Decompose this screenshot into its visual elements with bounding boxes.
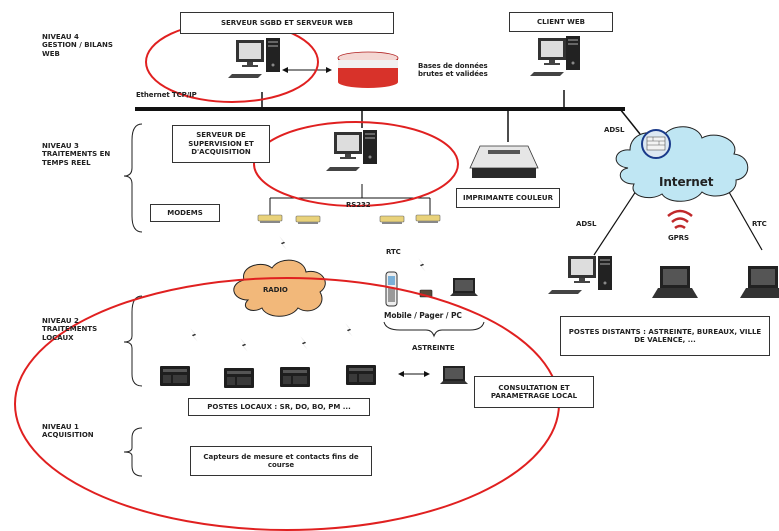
adsl-left-label: ADSL <box>576 220 597 228</box>
client-web-computer <box>530 36 580 76</box>
server-sgbd-box: SERVEUR SGBD ET SERVEUR WEB <box>180 12 394 34</box>
gprs-label: GPRS <box>668 234 689 242</box>
level-2-label: NIVEAU 2 TRAITEMENTS LOCAUX <box>42 317 98 342</box>
gprs-waves-icon <box>667 209 693 230</box>
database-label: Bases de données brutes et validées <box>418 62 488 79</box>
consultation-box: CONSULTATION ET PARAMETRAGE LOCAL <box>474 376 594 408</box>
bolt-modem-mobile <box>418 258 426 272</box>
firewall-icon <box>641 129 671 159</box>
bolt-station-1 <box>190 328 198 342</box>
bidirectional-arrow <box>398 371 430 377</box>
supervision-server-box: SERVEUR DE SUPERVISION ET D'ACQUISITION <box>172 125 270 163</box>
bolt-station-4 <box>345 323 353 337</box>
printer-box: IMPRIMANTE COULEUR <box>456 188 560 208</box>
server-sgbd-computer <box>228 38 280 78</box>
local-station-1 <box>160 366 190 386</box>
remote-posts-box: POSTES DISTANTS : ASTREINTE, BUREAUX, VI… <box>560 316 770 356</box>
link-internet-rtc <box>724 184 763 251</box>
highlight-sgbd <box>145 21 319 103</box>
brace-mobile <box>383 321 485 338</box>
client-web-box: CLIENT WEB <box>509 12 613 32</box>
astreinte-laptop-icon <box>440 366 468 384</box>
link-backbone-internet <box>619 108 641 135</box>
supervision-server-computer <box>326 130 377 171</box>
database-icon <box>337 51 399 88</box>
printer-icon <box>469 145 539 178</box>
mobile-pager-pc-label: Mobile / Pager / PC <box>384 311 462 320</box>
bolt-station-3 <box>300 336 308 350</box>
mobile-laptop-icon <box>450 278 478 296</box>
brace-level-1 <box>123 427 143 477</box>
level-4-label: NIVEAU 4 GESTION / BILANS WEB <box>42 33 113 58</box>
adsl-top-label: ADSL <box>604 126 625 134</box>
remote-desktop-computer <box>548 256 612 294</box>
bolt-station-2 <box>240 338 248 352</box>
local-station-4 <box>346 365 376 385</box>
modems-row <box>257 214 441 225</box>
level-3-label: NIVEAU 3 TRAITEMENTS EN TEMPS REEL <box>42 142 111 167</box>
internet-label: Internet <box>659 175 714 189</box>
radio-cloud <box>233 259 326 317</box>
local-station-3 <box>280 367 310 387</box>
astreinte-label: ASTREINTE <box>412 344 455 352</box>
brace-level-3 <box>123 123 143 233</box>
level-1-label: NIVEAU 1 ACQUISITION <box>42 423 94 440</box>
remote-laptop-2 <box>740 266 779 298</box>
remote-laptop-1 <box>652 266 698 298</box>
local-station-2 <box>224 368 254 388</box>
rs232-label: RS232 <box>346 201 371 209</box>
link-internet-remote <box>593 184 641 256</box>
db-arrow-head-right <box>326 67 332 73</box>
rtc-left-label: RTC <box>386 248 401 256</box>
highlight-supervision <box>253 121 459 207</box>
ethernet-label: Ethernet TCP/IP <box>136 91 197 99</box>
db-arrow-head-left <box>282 67 288 73</box>
internet-cloud <box>615 126 749 202</box>
radio-label: RADIO <box>263 286 288 294</box>
local-posts-box: POSTES LOCAUX : SR, DO, BO, PM ... <box>188 398 370 416</box>
bolt-modem-radio <box>279 236 287 250</box>
modems-box: MODEMS <box>150 204 220 222</box>
rtc-right-label: RTC <box>752 220 767 228</box>
brace-level-2 <box>123 295 143 387</box>
sensors-box: Capteurs de mesure et contacts fins de c… <box>190 446 372 476</box>
